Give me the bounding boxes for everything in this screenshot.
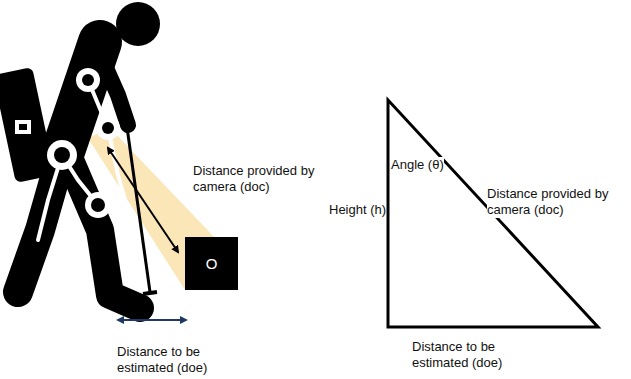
object-label: O	[206, 255, 218, 272]
person-silhouette	[0, 2, 160, 308]
cane-tip	[143, 292, 157, 294]
text-label: Height (h)	[329, 202, 386, 218]
exoskeleton-frame	[38, 80, 128, 240]
distance-arrow	[108, 148, 178, 252]
text-label: Distance to be estimated (doe)	[412, 339, 522, 371]
object-box: O	[185, 237, 238, 290]
text-label: Distance provided by camera (doc)	[193, 163, 333, 195]
text-label: Distance to be estimated (doe)	[117, 344, 227, 376]
exoskeleton-joint	[47, 68, 120, 218]
text-label: Angle (θ)	[391, 157, 444, 173]
camera	[15, 120, 31, 134]
distance-arrow	[118, 319, 186, 321]
text-label: Distance provided by camera (doc)	[487, 186, 627, 218]
camera-lens	[19, 124, 27, 130]
